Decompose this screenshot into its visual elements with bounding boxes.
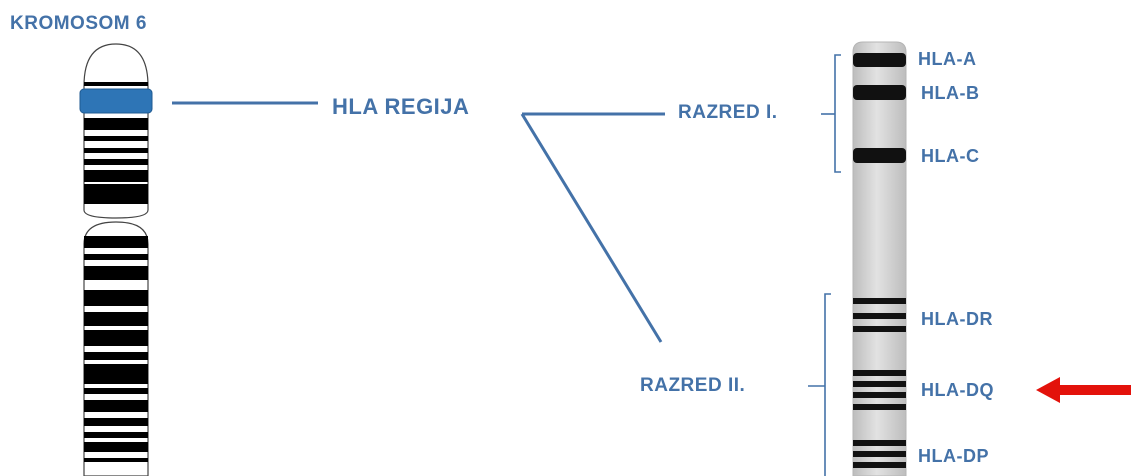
connector-lines [172,101,665,343]
class-2-bracket [824,293,831,476]
gene-bands [853,53,906,468]
gene-label-hla-c: HLA-C [921,146,980,166]
class-1-label: RAZRED I. [678,102,778,123]
hla-region-band [79,88,153,114]
red-arrow-icon [1036,377,1131,403]
band-hla-b [853,85,906,100]
chromosome-title: KROMOSOM 6 [10,13,147,34]
band-hla-dr [853,298,906,332]
class-1-bracket [834,54,841,173]
connector-region-to-class-2 [520,113,663,343]
chromosome-q-arm-bands [84,236,148,462]
class-2-label: RAZRED II. [640,375,746,396]
gene-label-hla-b: HLA-B [921,83,980,103]
gene-label-hla-dr: HLA-DR [921,309,993,329]
zoomed-hla-chromosome [852,41,907,476]
band-hla-a [853,53,906,67]
gene-label-hla-dq: HLA-DQ [921,380,994,400]
gene-label-hla-a: HLA-A [918,49,977,69]
band-hla-c [853,148,906,163]
class-brackets [808,54,841,476]
chromosome-p-arm-bands [84,82,148,204]
zoomed-chromosome-body [852,41,907,476]
gene-label-hla-dp: HLA-DP [918,446,989,466]
chromosome-6-ideogram [79,43,153,476]
band-hla-dq [853,370,906,410]
band-hla-dp [853,440,906,468]
hla-region-label: HLA REGIJA [332,94,470,119]
